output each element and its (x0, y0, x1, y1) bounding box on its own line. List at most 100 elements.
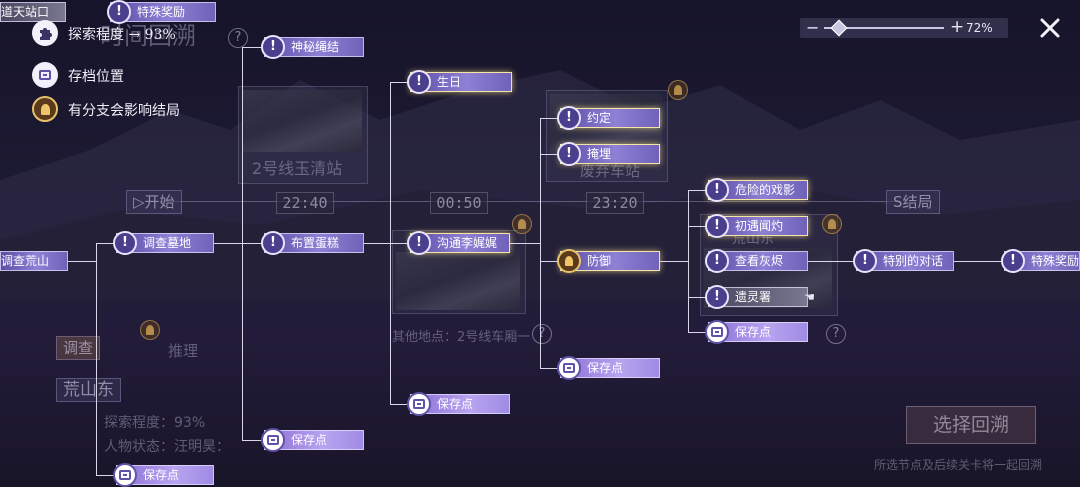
exclamation-icon: ! (407, 231, 431, 255)
station2-name-bg: 废弃车站 (580, 162, 641, 180)
connector (242, 440, 264, 441)
car-photo (396, 252, 520, 310)
connector (688, 332, 708, 333)
node-save-point[interactable]: 保存点 (407, 392, 510, 416)
puzzle-icon (32, 20, 58, 46)
node-save-point[interactable]: 保存点 (261, 428, 364, 452)
branch-icon (668, 80, 688, 100)
save-chest-icon (261, 428, 285, 452)
connector (96, 243, 97, 475)
save-chest-icon (407, 392, 431, 416)
station-photo (242, 90, 362, 152)
connector (364, 243, 410, 244)
time-marker: 23:20 (586, 192, 644, 214)
tab-investigate: 调查 (56, 336, 101, 360)
node-first-meet-light[interactable]: ! 初遇闻灼 (705, 214, 808, 238)
zoom-in-button[interactable]: + (950, 17, 965, 37)
exclamation-icon: ! (107, 0, 131, 24)
branch-ending-icon (32, 96, 58, 122)
connector (390, 404, 410, 405)
zoom-out-button[interactable]: − (806, 18, 820, 37)
location-tag: 荒山东 (56, 378, 121, 402)
node-special-reward[interactable]: ! 特殊奖励 (1001, 249, 1080, 273)
s-ending-marker: S结局 (886, 190, 940, 214)
node-arrange-cake[interactable]: ! 布置蛋糕 (261, 231, 364, 255)
node-save-point[interactable]: 保存点 (557, 356, 660, 380)
connector (96, 243, 116, 244)
connector (688, 226, 708, 227)
other-location-text: 其他地点：2号线车厢一 (392, 330, 531, 345)
node-save-point[interactable]: 保存点 (113, 463, 214, 487)
connector (540, 154, 560, 155)
connector (540, 118, 541, 368)
node-birthday[interactable]: ! 生日 (407, 70, 512, 94)
zoom-percent: 72% (966, 21, 993, 35)
connector (390, 82, 391, 404)
zoom-slider-track[interactable] (824, 27, 944, 29)
connector (540, 118, 560, 119)
connector (540, 368, 560, 369)
exclamation-icon: ! (557, 142, 581, 166)
node-investigate-mountain[interactable]: 调查荒山 (0, 251, 68, 271)
node-promise[interactable]: ! 约定 (557, 106, 660, 130)
node-station-exit[interactable]: 道天站口 (0, 2, 66, 22)
time-marker: 00:50 (430, 192, 488, 214)
connector (96, 475, 116, 476)
question-icon[interactable]: ? (228, 28, 248, 48)
connector (688, 297, 708, 298)
connector (688, 190, 708, 191)
node-mystery-knot[interactable]: ! 神秘绳结 (261, 35, 364, 59)
connector (214, 243, 264, 244)
node-dangerous-play[interactable]: ! 危险的戏影 (705, 178, 808, 202)
time-axis (160, 201, 900, 202)
connector (688, 190, 689, 332)
node-special-talk[interactable]: ! 特别的对话 (853, 249, 954, 273)
play-icon: ▷ (133, 193, 145, 211)
connector (540, 261, 560, 262)
exclamation-icon: ! (705, 178, 729, 202)
connector (242, 47, 264, 48)
exclamation-icon: ! (557, 106, 581, 130)
exclamation-icon: ! (261, 231, 285, 255)
exclamation-icon: ! (407, 70, 431, 94)
save-chest-icon (557, 356, 581, 380)
connector (808, 261, 856, 262)
branch-icon (557, 249, 581, 273)
save-chest-icon (113, 463, 137, 487)
hand-cursor-icon: ☚ (804, 290, 815, 304)
question-icon[interactable]: ? (826, 324, 846, 344)
exclamation-icon: ! (113, 231, 137, 255)
connector (954, 261, 1004, 262)
branch-icon (822, 214, 842, 234)
node-save-point[interactable]: 保存点 (705, 320, 808, 344)
node-talk-li[interactable]: ! 沟通李娓娓 (407, 231, 510, 255)
exclamation-icon: ! (1001, 249, 1025, 273)
exclamation-icon: ! (853, 249, 877, 273)
branch-icon (512, 214, 532, 234)
legend-progress: 探索程度 → 93% (68, 27, 176, 43)
zoom-slider-thumb[interactable] (830, 19, 848, 37)
character-stat: 人物状态：汪明昊： (104, 439, 230, 455)
explore-stat: 探索程度：93% (104, 415, 206, 431)
zoom-control: − + 72% (800, 18, 1008, 38)
connector (660, 261, 688, 262)
close-icon[interactable] (1036, 14, 1064, 42)
title-watermark: 时间回溯 (100, 22, 196, 50)
select-hint: 所选节点及后续关卡将一起回溯 (874, 458, 1043, 472)
node-special-reward-top[interactable]: ! 特殊奖励 (107, 0, 216, 24)
connector (242, 47, 243, 440)
node-investigate-grave[interactable]: ! 调查墓地 (113, 231, 214, 255)
node-defend[interactable]: 防御 (557, 249, 660, 273)
node-check-ash[interactable]: ! 查看灰烬 (705, 249, 808, 273)
exclamation-icon: ! (705, 285, 729, 309)
select-rewind-button[interactable]: 选择回溯 (906, 406, 1036, 444)
legend-save: 存档位置 (68, 69, 124, 85)
question-icon[interactable]: ? (532, 324, 552, 344)
branch-icon (140, 320, 160, 340)
node-bury[interactable]: ! 掩埋 (557, 142, 660, 166)
node-remains[interactable]: ! 遗灵署 ☚ (705, 285, 815, 309)
legend-branch: 有分支会影响结局 (68, 103, 180, 119)
save-chest-icon (705, 320, 729, 344)
exclamation-icon: ! (261, 35, 285, 59)
exclamation-icon: ! (705, 249, 729, 273)
